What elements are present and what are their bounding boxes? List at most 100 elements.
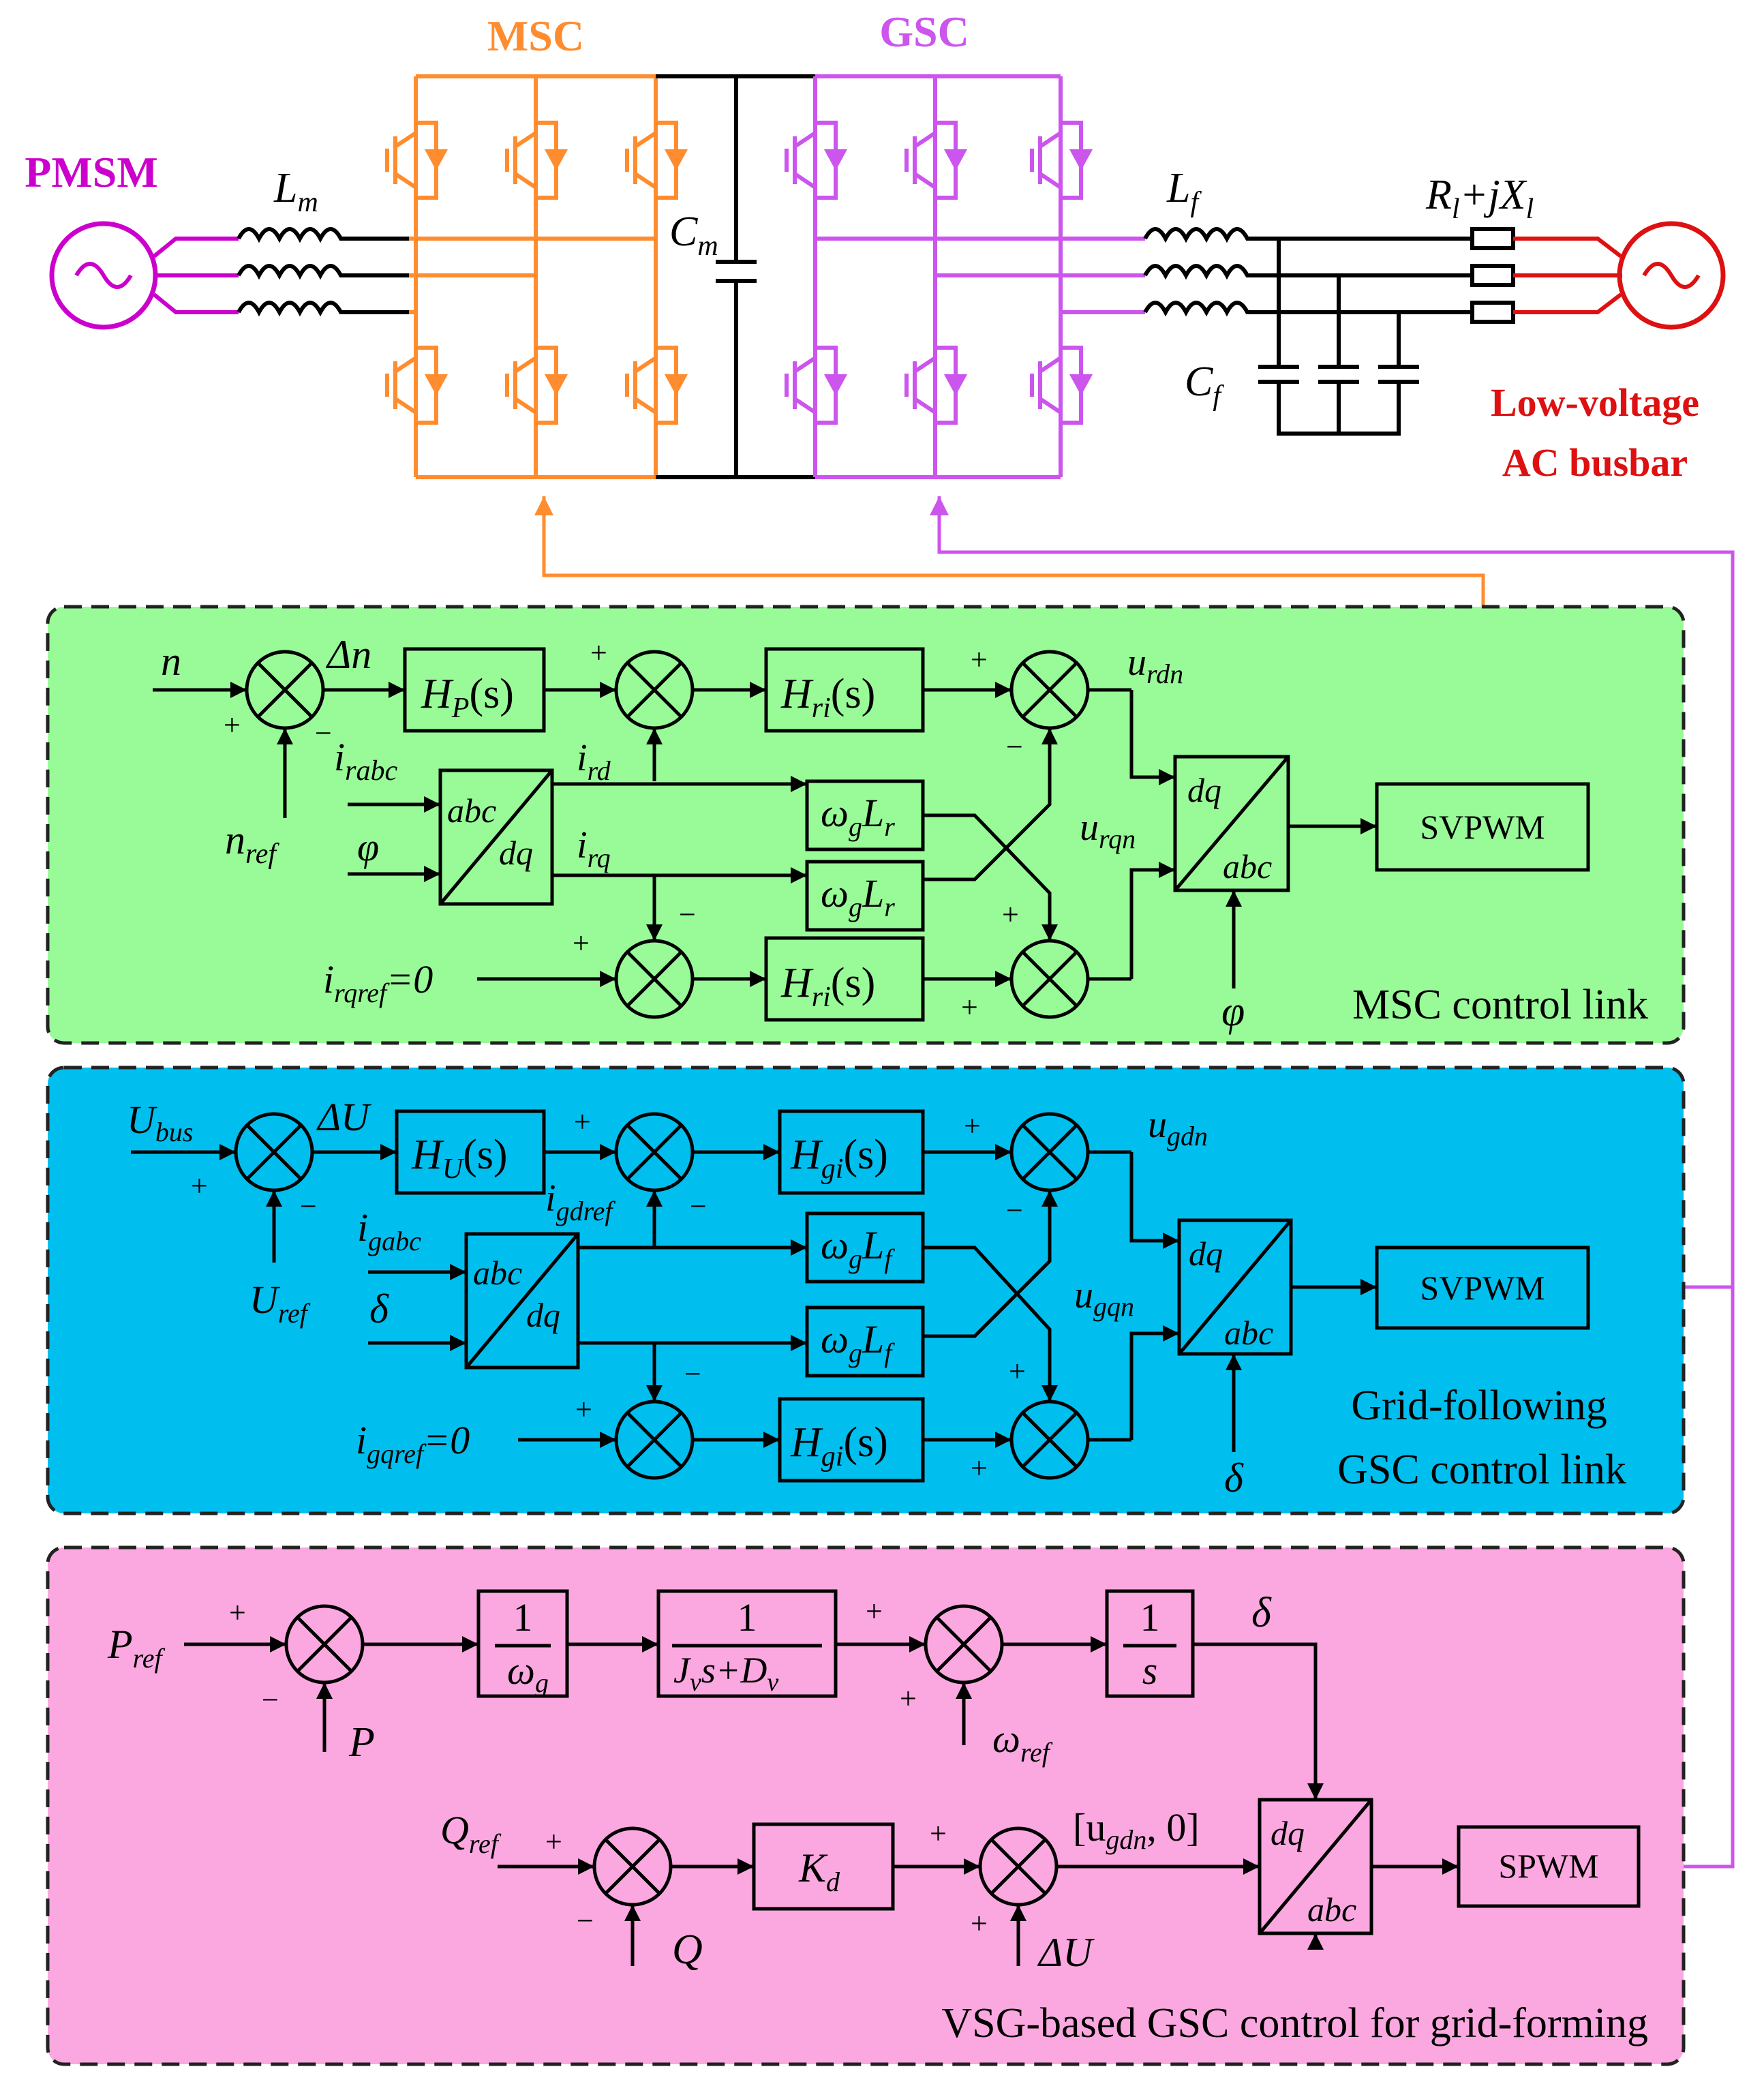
gsc-bridge: [785, 74, 1145, 479]
vsg-q-label: Q: [672, 1927, 703, 1973]
svg-text:+: +: [1009, 1355, 1026, 1388]
pmsm-source-icon: [49, 221, 239, 330]
filter-network: [1143, 227, 1515, 436]
svg-text:−: −: [684, 1357, 701, 1391]
svg-text:+: +: [866, 1595, 883, 1628]
msc-control-panel: n nref Δn HP(s) Hri(s) Hri(s) irabc φ ab…: [46, 605, 1686, 1045]
svg-text:+: +: [573, 926, 590, 960]
msc-dq-label: dq: [499, 834, 533, 872]
gsc-label: GSC: [879, 7, 969, 56]
gsc-hu-block: HU(s): [411, 1132, 508, 1185]
svg-text:−: −: [300, 1190, 317, 1223]
vsg-control-panel: Pref P 1 ωg 1 Jvs+Dv 1 s ωref δ Qref Q K…: [46, 1545, 1686, 2066]
line-impedance-label: Rl+jXl: [1425, 172, 1534, 225]
msc-signs: + − + + − − + + +: [224, 636, 1023, 1024]
busbar-label-line2: AC busbar: [1502, 440, 1688, 485]
gsc-signs: + − + − + − − + + +: [191, 1105, 1026, 1485]
vsg-delta-label: δ: [1251, 1590, 1272, 1636]
gsc-hgi-block-top: Hgi(s): [790, 1132, 888, 1185]
vsg-kd-block: Kd: [798, 1845, 840, 1897]
svg-text:+: +: [224, 708, 241, 742]
busbar-wires: [1513, 221, 1726, 330]
msc-panel-title: MSC control link: [1352, 982, 1648, 1028]
gsc-abc-out-label: abc: [1224, 1314, 1273, 1352]
msc-phi-label: φ: [1221, 988, 1245, 1035]
lm-inductors: [237, 227, 409, 317]
gsc-delta-label: δ: [1224, 1455, 1244, 1500]
msc-label: MSC: [487, 12, 584, 60]
svg-text:+: +: [545, 1825, 562, 1858]
vsg-p-label: P: [348, 1719, 375, 1766]
msc-hp-block: HP(s): [421, 671, 514, 724]
svg-text:−: −: [690, 1190, 707, 1223]
svg-text:+: +: [964, 1109, 981, 1143]
vsg-swing-num: 1: [737, 1595, 757, 1640]
vsg-panel-title: VSG-based GSC control for grid-forming: [941, 2000, 1648, 2047]
gsc-delta-u-label: ΔU: [316, 1095, 372, 1139]
msc-delta-n-label: Δn: [326, 632, 371, 677]
msc-irq-label: irq: [577, 824, 611, 873]
msc-nref-label: nref: [225, 817, 279, 870]
gsc-svpwm-block: SVPWM: [1420, 1269, 1545, 1307]
msc-phi-input-label: φ: [357, 825, 379, 869]
vsg-pref-label: Pref: [107, 1622, 165, 1674]
vsg-dq-label: dq: [1271, 1814, 1305, 1852]
svg-text:−: −: [262, 1683, 279, 1717]
msc-svpwm-block: SVPWM: [1420, 808, 1545, 846]
vsg-integrator-num: 1: [1140, 1595, 1160, 1640]
msc-bridge: [385, 74, 684, 479]
gsc-igdref-label: igdref: [545, 1177, 615, 1226]
msc-ird-label: ird: [577, 737, 611, 786]
vsg-abc-label: abc: [1307, 1890, 1356, 1929]
svg-text:−: −: [577, 1904, 594, 1937]
msc-n-label: n: [161, 639, 181, 684]
busbar-label-line1: Low-voltage: [1491, 380, 1699, 425]
cm-label: Cm: [669, 209, 718, 262]
gsc-hgi-block-bottom: Hgi(s): [790, 1419, 888, 1473]
msc-urqn-label: urqn: [1080, 806, 1136, 854]
gsc-dq-label: dq: [526, 1296, 560, 1334]
msc-hri-block-bottom: Hri(s): [780, 960, 875, 1013]
gsc-delta-input-label: δ: [369, 1286, 389, 1331]
svg-text:+: +: [971, 643, 988, 676]
lm-label: Lm: [273, 165, 318, 218]
lf-label: Lf: [1166, 165, 1202, 218]
msc-wl-block-top: ωgLr: [821, 791, 895, 842]
gsc-ugdn-label: ugdn: [1148, 1104, 1208, 1151]
gsc-abc-label: abc: [473, 1254, 522, 1292]
vsg-ugdn-label: [ugdn, 0]: [1073, 1805, 1200, 1855]
msc-irqref-label: irqref=0: [323, 957, 433, 1008]
vsg-signs: + − + + + − + +: [229, 1595, 988, 1940]
dc-link: [656, 74, 815, 479]
svg-text:+: +: [590, 636, 607, 669]
msc-hri-block-top: Hri(s): [780, 671, 875, 724]
svg-text:+: +: [575, 1393, 592, 1426]
vsg-delta-u-label: ΔU: [1037, 1930, 1095, 1975]
vsg-qref-label: Qref: [440, 1808, 502, 1859]
gsc-ugqn-label: ugqn: [1074, 1274, 1134, 1322]
pmsm-label: PMSM: [25, 148, 158, 196]
gsc-uref-label: Uref: [249, 1278, 311, 1329]
svg-text:+: +: [961, 991, 978, 1024]
msc-abc-out-label: abc: [1223, 847, 1272, 886]
svg-text:+: +: [574, 1105, 591, 1138]
gsc-igabc-label: igabc: [357, 1205, 421, 1256]
vsg-integrator-den: s: [1142, 1648, 1158, 1693]
msc-dq-out-label: dq: [1187, 771, 1221, 809]
svg-text:+: +: [971, 1451, 988, 1485]
cf-label: Cf: [1185, 359, 1224, 412]
vsg-inertia-den: ωg: [507, 1648, 549, 1698]
gsc-igqref-label: igqref=0: [356, 1418, 470, 1469]
gsc-ubus-label: Ubus: [127, 1098, 193, 1147]
svg-text:−: −: [1006, 730, 1023, 764]
svg-text:−: −: [1006, 1194, 1023, 1227]
gsc-panel-title-line2: GSC control link: [1337, 1447, 1626, 1493]
gsc-dq-out-label: dq: [1189, 1235, 1223, 1273]
svg-text:+: +: [229, 1596, 246, 1629]
msc-wl-block-bottom: ωgLr: [821, 871, 895, 922]
vsg-spwm-block: SPWM: [1498, 1847, 1598, 1885]
svg-text:+: +: [930, 1817, 947, 1850]
gsc-control-panel: Ubus ΔU HU(s) Hgi(s) Hgi(s) Uref igabc δ…: [46, 1066, 1686, 1515]
